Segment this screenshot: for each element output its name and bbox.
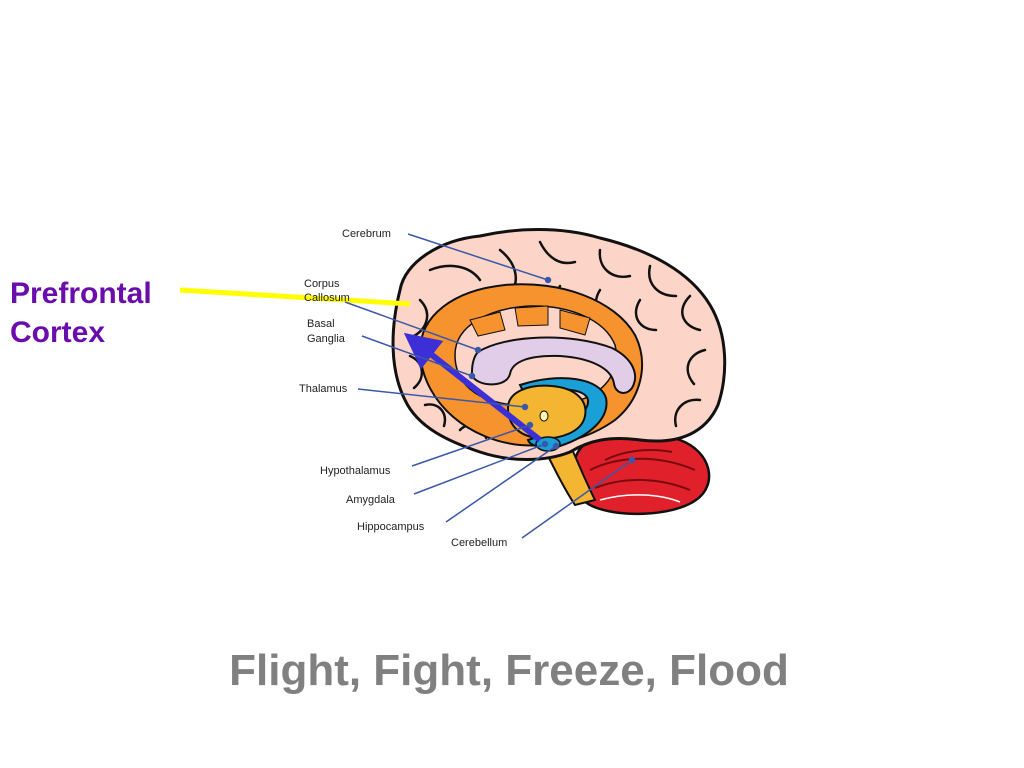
corpus-callosum-shape xyxy=(471,336,637,394)
prefrontal-cortex-line1: Prefrontal xyxy=(10,277,152,310)
label-thalamus: Thalamus xyxy=(299,383,348,395)
arrow-amygdala-to-prefrontal xyxy=(403,332,542,443)
label-amygdala: Amygdala xyxy=(346,494,396,506)
leader-lines xyxy=(344,233,636,539)
prefrontal-cortex-line2: Cortex xyxy=(10,316,106,349)
label-corpus-callosum-line2: Callosum xyxy=(304,292,350,304)
label-basal-ganglia-line1: Basal xyxy=(307,318,335,330)
prefrontal-pointer-line xyxy=(179,287,411,307)
slide-title: Flight, Fight, Freeze, Flood xyxy=(229,646,789,695)
prefrontal-cortex-label: Prefrontal Cortex xyxy=(10,274,152,352)
label-corpus-callosum-line1: Corpus xyxy=(304,278,340,290)
label-basal-ganglia-line2: Ganglia xyxy=(307,333,346,345)
label-cerebrum: Cerebrum xyxy=(342,228,391,240)
label-hypothalamus: Hypothalamus xyxy=(320,465,391,477)
brainstem-shape xyxy=(543,443,597,507)
label-cerebellum: Cerebellum xyxy=(451,537,507,549)
label-hippocampus: Hippocampus xyxy=(357,521,425,533)
